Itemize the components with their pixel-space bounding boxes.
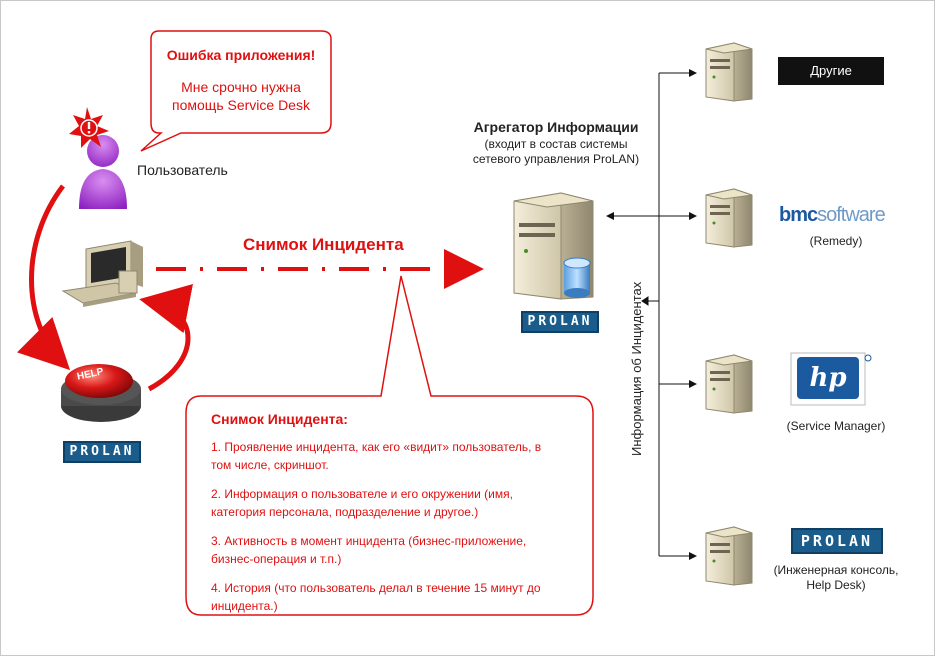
incident-item-3-line1: 3. Активность в момент инцидента (бизнес…	[211, 534, 527, 548]
bmc-logo-b: software	[817, 204, 886, 226]
error-callout-body: Мне срочно нужна помощь Service Desk	[151, 78, 331, 114]
target-prolan-sub-line2: Help Desk)	[806, 578, 866, 592]
incident-item: 1. Проявление инцидента, как его «видит»…	[211, 438, 581, 474]
aggregator-title: Агрегатор Информации	[473, 119, 639, 135]
incident-item-1-line1: 1. Проявление инцидента, как его «видит»…	[211, 440, 542, 454]
incident-item-2-line1: 2. Информация о пользователе и его окруж…	[211, 487, 513, 501]
hp-logo: hp	[809, 363, 847, 393]
server-icon-prolan	[705, 526, 753, 586]
aggregator-server-icon	[513, 192, 594, 300]
incident-item: 4. История (что пользователь делал в теч…	[211, 579, 581, 615]
aggregator-line2: сетевого управления ProLAN)	[472, 152, 640, 166]
computer-icon	[61, 240, 143, 307]
incident-item: 3. Активность в момент инцидента (бизнес…	[211, 532, 581, 568]
arrow-help-to-computer	[139, 284, 194, 392]
snapshot-label: Снимок Инцидента	[243, 235, 404, 254]
incident-item: 2. Информация о пользователе и его окруж…	[211, 485, 581, 521]
incident-callout-shape	[185, 275, 594, 616]
bmc-logo: bmcsoftware	[779, 204, 886, 227]
prolan-logo-user: PROLAN	[63, 441, 141, 463]
incident-item-2-line2: категория персонала, подразделение и дру…	[211, 505, 479, 519]
vertical-incident-info-label: Информация об Инцидентах	[629, 281, 644, 456]
incident-item-1-line2: том числе, скриншот.	[211, 458, 329, 472]
distribution-lines	[606, 69, 697, 560]
incident-box-list: 1. Проявление инцидента, как его «видит»…	[211, 438, 581, 615]
incident-box-title: Снимок Инцидента:	[211, 411, 348, 427]
user-figure	[69, 107, 127, 209]
prolan-logo-target: PROLAN	[791, 528, 883, 554]
server-icon-other	[705, 42, 753, 102]
target-other-box: Другие	[778, 57, 884, 85]
incident-item-4-line1: 4. История (что пользователь делал в теч…	[211, 581, 541, 595]
hp-logo-shape	[790, 352, 872, 406]
incident-item-4-line2: инцидента.)	[211, 599, 278, 613]
target-bmc-sub: (Remedy)	[809, 234, 863, 248]
incident-item-3-line2: бизнес-операция и т.п.)	[211, 552, 342, 566]
target-prolan-sub: (Инженерная консоль, Help Desk)	[761, 563, 911, 593]
bmc-logo-a: bmc	[779, 204, 818, 226]
arrow-user-to-help	[17, 184, 71, 371]
error-callout-line1: Мне срочно нужна	[181, 79, 301, 95]
prolan-logo-aggregator: PROLAN	[521, 311, 599, 333]
server-icon-hp	[705, 354, 753, 414]
error-callout-line2: помощь Service Desk	[172, 97, 310, 113]
target-hp-sub: (Service Manager)	[786, 419, 886, 433]
aggregator-line1: (входит в состав системы	[484, 137, 628, 151]
server-icon-bmc	[705, 188, 753, 248]
target-prolan-sub-line1: (Инженерная консоль,	[773, 563, 899, 577]
help-button-icon	[61, 364, 141, 422]
error-callout-shape	[140, 30, 332, 152]
error-callout-title: Ошибка приложения!	[166, 47, 316, 63]
user-label: Пользователь	[137, 162, 228, 178]
